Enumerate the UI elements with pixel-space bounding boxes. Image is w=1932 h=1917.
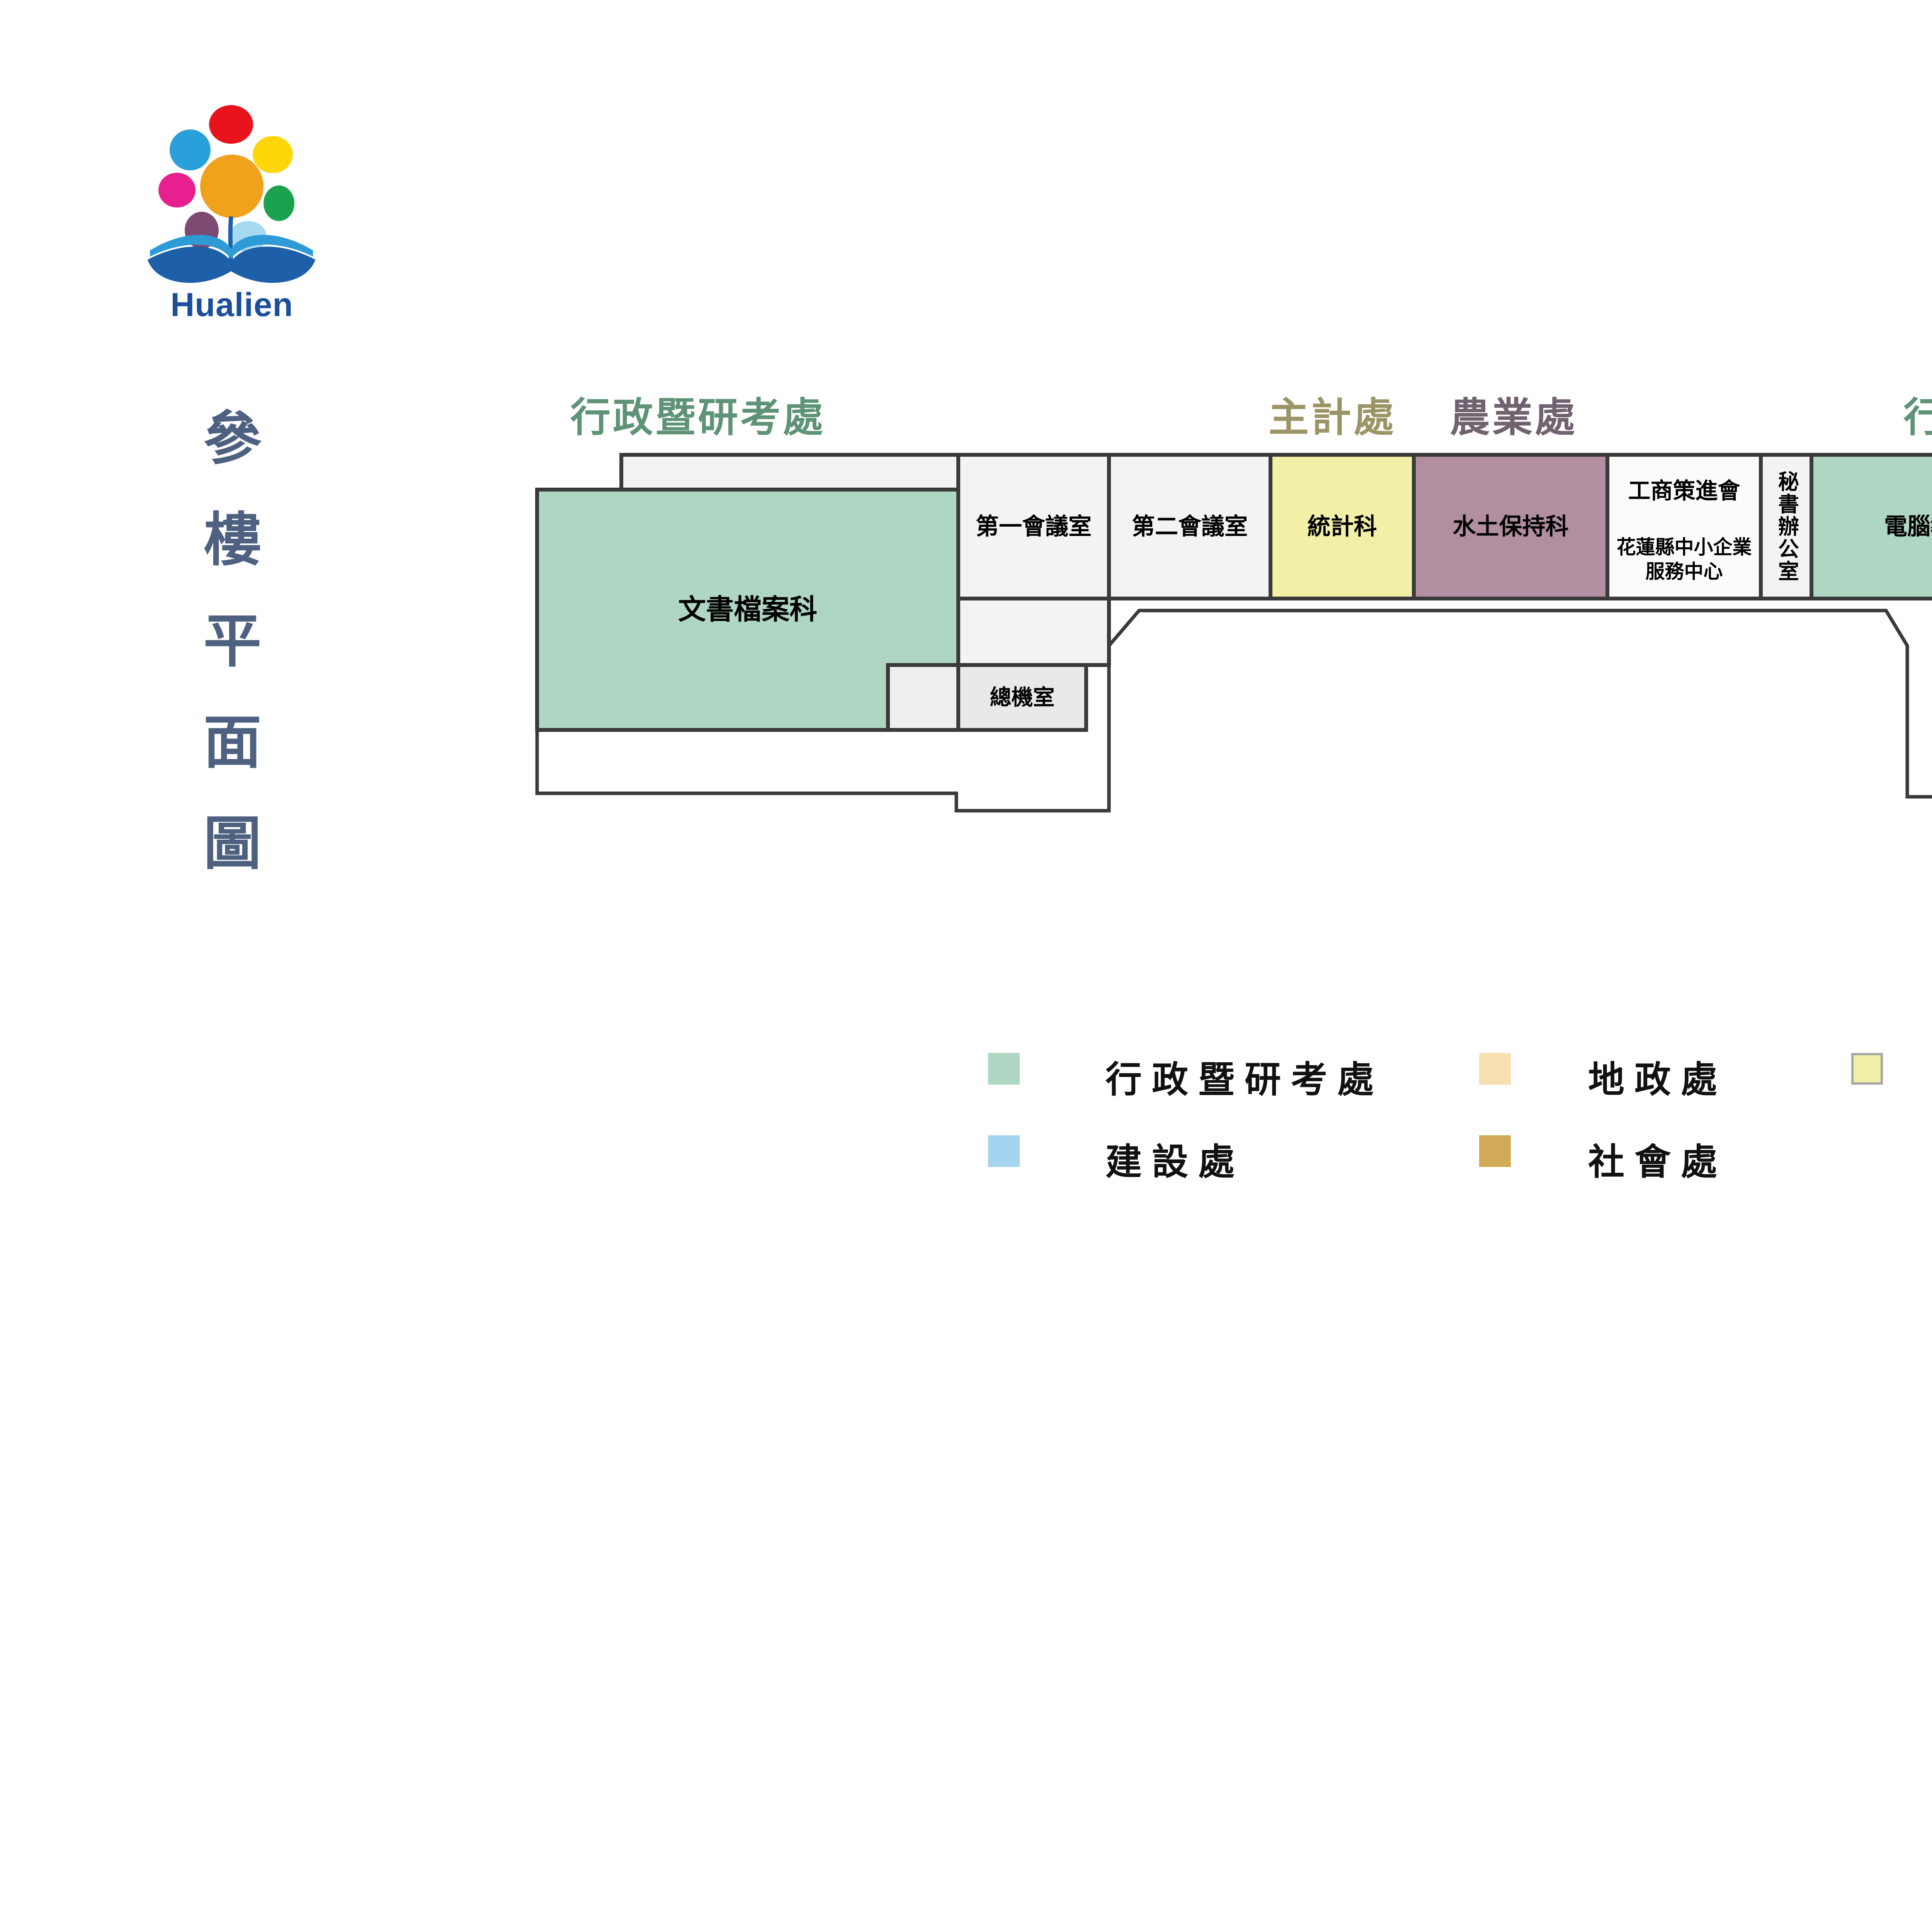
legend-label-admin: 行政暨研考處: [1105, 1060, 1384, 1100]
corridor-exterior-wall: [535, 609, 1932, 813]
room-industry-council-label: 工商策進會: [1628, 478, 1740, 503]
petal-blue-icon: [170, 129, 211, 170]
legend-swatch-budget: [1851, 1053, 1883, 1085]
legend-label-construction: 建設處: [1105, 1142, 1245, 1182]
room-statistics: 統計科: [1269, 453, 1416, 600]
flower-center-icon: [200, 155, 264, 218]
room-archives-label: 文書檔案科: [678, 594, 817, 625]
logo-flower-book-icon: [148, 105, 315, 283]
header-admin-research-right: 行政暨研考處: [1903, 396, 1932, 440]
room-soil-water-label: 水土保持科: [1452, 513, 1569, 539]
room-switchboard-label: 總機室: [990, 685, 1055, 709]
legend-swatch-admin: [988, 1053, 1020, 1085]
legend-label-social: 社會處: [1588, 1142, 1728, 1182]
page-title: 參樓平面圖: [195, 408, 259, 914]
legend-swatch-land: [1479, 1053, 1511, 1085]
book-pages-icon: [148, 247, 315, 283]
header-admin-research-left: 行政暨研考處: [570, 396, 826, 440]
room-meeting1: 第一會議室: [956, 453, 1111, 600]
room-below-meeting1: [956, 597, 1111, 667]
room-soil-water: 水土保持科: [1412, 453, 1609, 600]
book-top-edge-icon: [150, 235, 313, 259]
room-unlabeled-strip: [619, 453, 960, 492]
logo-wordmark: Hualien: [170, 286, 293, 323]
legend-swatch-construction: [988, 1135, 1020, 1167]
room-secretary-office-label: 秘書辦公室: [1775, 471, 1798, 583]
room-meeting1-label: 第一會議室: [976, 513, 1092, 539]
header-agriculture: 農業處: [1450, 396, 1578, 440]
room-corner-notch: [886, 663, 960, 732]
petal-yellow-icon: [253, 136, 293, 173]
room-meeting2-label: 第二會議室: [1132, 513, 1248, 539]
room-switchboard: 總機室: [956, 663, 1088, 732]
room-computer-room: 電腦教室: [1810, 453, 1932, 600]
petal-green-icon: [264, 185, 294, 221]
header-budget: 主計處: [1269, 396, 1396, 440]
room-sme-center-label: 花蓮縣中小企業 服務中心: [1616, 536, 1752, 582]
room-computer-room-label: 電腦教室: [1884, 513, 1932, 539]
room-meeting2: 第二會議室: [1107, 453, 1272, 600]
room-industry-sme: 工商策進會 花蓮縣中小企業 服務中心: [1605, 453, 1763, 600]
legend-swatch-social: [1479, 1135, 1511, 1167]
room-statistics-label: 統計科: [1307, 513, 1377, 539]
petal-magenta-icon: [158, 173, 196, 208]
hualien-logo: Hualien: [143, 93, 321, 332]
room-secretary-office: 秘書辦公室: [1759, 453, 1813, 600]
legend-label-land: 地政處: [1588, 1060, 1728, 1100]
petal-red-icon: [209, 105, 253, 144]
